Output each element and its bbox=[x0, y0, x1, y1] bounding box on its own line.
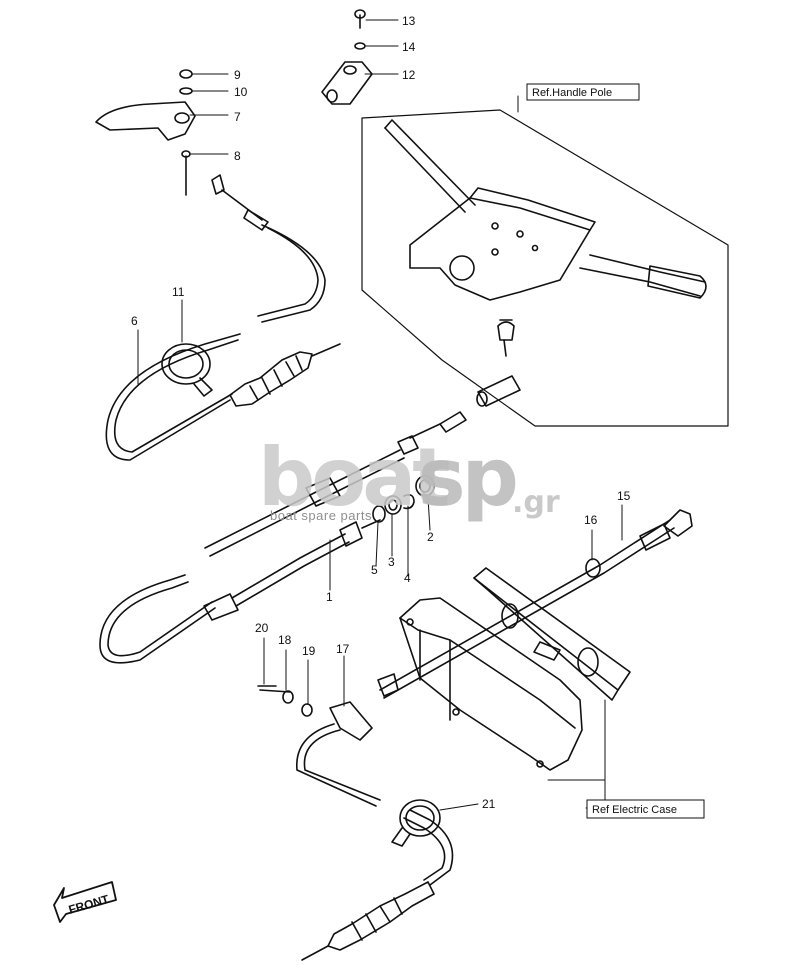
callout-13: 13 bbox=[402, 14, 416, 28]
callout-10: 10 bbox=[234, 85, 248, 99]
top-small-parts bbox=[95, 9, 373, 231]
callout-20: 20 bbox=[255, 621, 269, 635]
callout-labels: 1 2 3 4 5 6 7 8 9 10 11 12 13 14 15 16 1… bbox=[131, 14, 631, 811]
callout-21: 21 bbox=[482, 797, 496, 811]
callout-4: 4 bbox=[404, 571, 411, 585]
ref-electric-case-label: Ref Electric Case bbox=[592, 804, 677, 816]
callout-2: 2 bbox=[427, 530, 434, 544]
callout-12: 12 bbox=[402, 68, 416, 82]
electric-case-assembly bbox=[257, 509, 693, 771]
callout-9: 9 bbox=[234, 68, 241, 82]
callout-5: 5 bbox=[371, 563, 378, 577]
handle-pole-assembly bbox=[361, 109, 729, 427]
cable-6 bbox=[105, 224, 341, 461]
callout-17: 17 bbox=[336, 642, 350, 656]
callout-14: 14 bbox=[402, 40, 416, 54]
callout-11: 11 bbox=[172, 285, 185, 299]
callout-15: 15 bbox=[617, 489, 631, 503]
callout-7: 7 bbox=[234, 110, 241, 124]
callout-3: 3 bbox=[388, 555, 395, 569]
front-arrow bbox=[53, 881, 117, 923]
ref-handle-pole-label: Ref.Handle Pole bbox=[532, 87, 612, 99]
ref-handle-pole: Ref.Handle Pole bbox=[526, 83, 640, 101]
callout-1: 1 bbox=[326, 590, 333, 604]
ref-electric-case: Ref Electric Case bbox=[586, 799, 705, 819]
leader-lines bbox=[137, 19, 623, 811]
cable-21 bbox=[296, 723, 454, 961]
callout-8: 8 bbox=[234, 149, 241, 163]
front-label: FRONT bbox=[67, 892, 111, 917]
callout-16: 16 bbox=[584, 513, 598, 527]
callout-18: 18 bbox=[278, 633, 292, 647]
callout-19: 19 bbox=[302, 644, 316, 658]
callout-6: 6 bbox=[131, 314, 138, 328]
